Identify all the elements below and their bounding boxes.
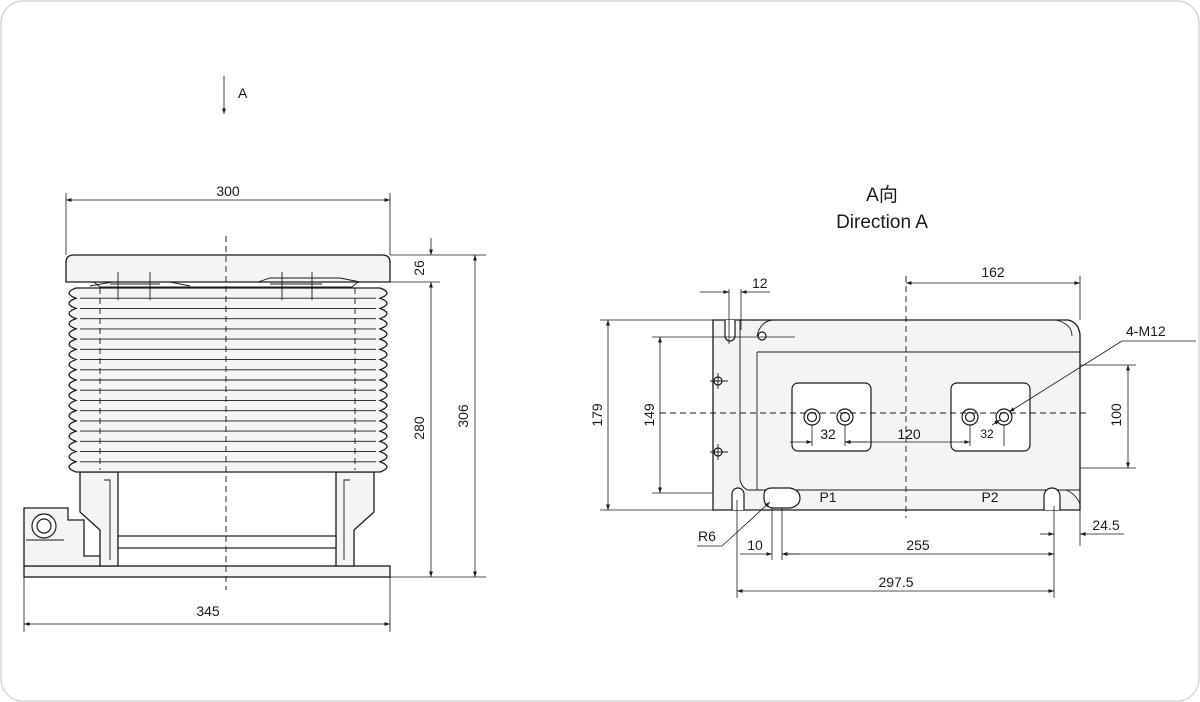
dim-edge-offset: 24.5 [1092, 517, 1119, 533]
top-slot [724, 320, 736, 342]
dim-mount-spacing: 255 [906, 537, 930, 553]
mounting-slot [763, 487, 801, 509]
dim-base-width: 345 [196, 603, 220, 619]
dim-top-width: 300 [216, 183, 240, 199]
secondary-terminal-box [23, 507, 109, 567]
direction-a-view: 12 162 179 149 100 4-M12 32 120 [589, 264, 1196, 598]
body-grooves [80, 297, 376, 463]
dim-pad-spacing: 120 [897, 426, 921, 442]
dim-half-length: 162 [981, 264, 1005, 280]
left-leg [79, 471, 119, 567]
right-leg [335, 471, 375, 567]
dim-overall-length: 297.5 [878, 574, 913, 590]
title-en: Direction A [836, 212, 928, 233]
radius-label: R6 [698, 528, 716, 544]
dim-offset: 10 [747, 537, 763, 553]
support-bar [117, 535, 337, 549]
front-view: 300 345 26 280 306 [23, 183, 486, 632]
dim-slot-width: 12 [752, 275, 768, 291]
thread-label: 4-M12 [1126, 323, 1166, 339]
title-cn: A向 [866, 184, 898, 206]
dim-pad-height: 100 [1108, 403, 1124, 427]
terminal-p1-label: P1 [819, 489, 836, 505]
base-plate [23, 565, 391, 578]
dim-hole-pitch-left: 32 [820, 426, 836, 442]
dim-top-height: 26 [411, 260, 427, 276]
view-direction-marker: A [222, 76, 248, 114]
dim-inner-height: 149 [641, 403, 657, 427]
view-marker-label: A [238, 85, 248, 101]
dim-hole-pitch-right: 32 [980, 427, 994, 441]
top-plate [65, 254, 391, 283]
dim-overall-height: 179 [589, 403, 605, 427]
side-body [712, 319, 1081, 511]
dim-total-height: 306 [455, 404, 471, 428]
terminal-pad-p2 [950, 382, 1031, 452]
direction-a-title: A向 Direction A [836, 184, 928, 233]
dim-body-height: 280 [411, 416, 427, 440]
terminal-p2-label: P2 [981, 489, 998, 505]
